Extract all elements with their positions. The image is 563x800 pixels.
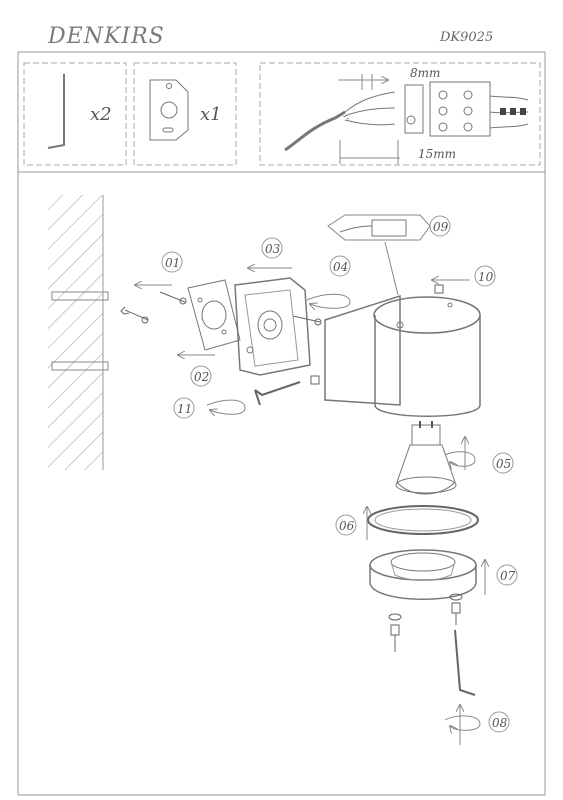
step-05-label: 05 xyxy=(496,457,511,471)
step-07-label: 07 xyxy=(500,569,516,583)
step-10-label: 10 xyxy=(478,270,494,284)
cover-screw xyxy=(449,593,463,625)
bracket-qty: x1 xyxy=(200,104,222,125)
step-06-label: 06 xyxy=(339,519,355,533)
hex-key-tool xyxy=(254,375,320,406)
step-09: 09 xyxy=(429,215,451,237)
hex-key-qty: x2 xyxy=(90,104,112,125)
parts-box-bracket: x1 xyxy=(133,62,237,166)
step-08-label: 08 xyxy=(492,716,508,730)
cover-screw xyxy=(388,613,402,652)
hex-key-tool xyxy=(454,629,476,696)
terminal-block-icon xyxy=(404,81,491,137)
direction-arrows xyxy=(135,268,485,745)
front-cover xyxy=(369,549,477,600)
wiring-detail xyxy=(327,214,431,296)
cable-icon xyxy=(284,110,346,152)
luminaire-body xyxy=(324,294,481,417)
step-01-label: 01 xyxy=(165,256,180,270)
step-05: 05 xyxy=(492,452,514,474)
wall xyxy=(48,195,104,470)
step-04: 04 xyxy=(329,255,351,277)
gasket-ring xyxy=(367,505,479,535)
step-03: 03 xyxy=(261,237,283,259)
wall-screw xyxy=(159,291,187,305)
frame xyxy=(17,51,546,796)
wall-screw xyxy=(120,306,149,324)
model-number: DK9025 xyxy=(440,30,494,45)
step-11: 11 xyxy=(173,397,195,419)
step-04-label: 04 xyxy=(333,260,348,274)
step-01: 01 xyxy=(161,251,183,273)
bracket-icon xyxy=(149,79,189,141)
parts-box-wiring: 8mm 15mm xyxy=(259,62,541,166)
step-labels: 01 02 03 04 05 06 07 08 09 10 11 xyxy=(161,215,518,733)
hex-key-icon xyxy=(47,74,65,149)
step-11-label: 11 xyxy=(177,402,192,416)
step-02: 02 xyxy=(190,365,212,387)
step-06: 06 xyxy=(335,514,357,536)
set-screw xyxy=(434,284,444,294)
bracket-screw xyxy=(292,315,322,326)
step-07: 07 xyxy=(496,564,518,586)
step-09-label: 09 xyxy=(433,220,449,234)
step-02-label: 02 xyxy=(194,370,209,384)
parts-box-hex-key: x2 xyxy=(23,62,127,166)
gu10-lamp xyxy=(395,421,457,495)
step-10: 10 xyxy=(474,265,496,287)
mounting-plate xyxy=(187,279,241,351)
strip-length-short: 8mm xyxy=(410,66,440,80)
brand-logo: DENKIRS xyxy=(48,24,165,49)
step-08: 08 xyxy=(488,711,510,733)
bracket-housing xyxy=(234,277,311,376)
step-03-label: 03 xyxy=(265,242,281,256)
wall-anchors xyxy=(51,291,109,371)
strip-length-long: 15mm xyxy=(418,147,456,161)
